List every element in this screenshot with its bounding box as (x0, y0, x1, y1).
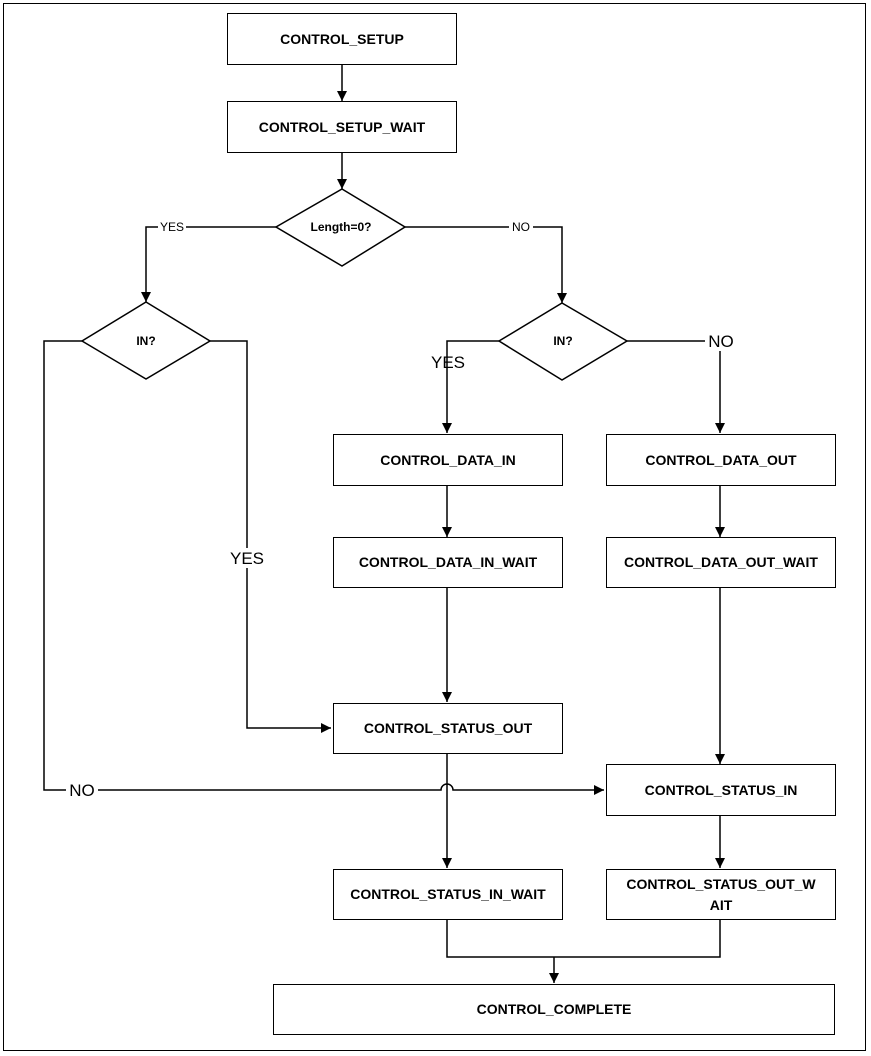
node-control-status-in: CONTROL_STATUS_IN (606, 764, 836, 816)
node-control-data-out: CONTROL_DATA_OUT (606, 434, 836, 486)
node-control-data-in-wait-text: CONTROL_DATA_IN_WAIT (358, 554, 538, 570)
label-length-no: NO (512, 220, 530, 234)
node-control-setup-text: CONTROL_SETUP (280, 30, 404, 47)
node-control-setup: CONTROL_SETUP (227, 13, 457, 65)
decision-in-right-text: IN? (553, 334, 572, 348)
node-control-data-in-wait: CONTROL_DATA_IN_WAIT (333, 537, 563, 588)
node-control-complete-text: CONTROL_COMPLETE (476, 1001, 632, 1017)
decision-in-left-text: IN? (136, 334, 155, 348)
node-control-setup-wait: CONTROL_SETUP_WAIT (227, 101, 457, 153)
node-control-complete: CONTROL_COMPLETE (273, 984, 835, 1035)
label-in-left-no: NO (69, 781, 95, 800)
node-control-data-in: CONTROL_DATA_IN (333, 434, 563, 486)
label-in-left-yes: YES (230, 549, 264, 568)
label-in-right-yes: YES (431, 353, 465, 372)
edge-in-right-yes (442, 340, 499, 433)
node-control-setup-wait-text: CONTROL_SETUP_WAIT (258, 118, 426, 135)
edge-status-in-wait-merge (446, 920, 721, 958)
edge-length-no (405, 226, 567, 303)
decision-length-zero-text: Length=0? (310, 220, 371, 234)
decision-in-right (497, 302, 629, 381)
node-control-data-out-wait-text: CONTROL_DATA_OUT_WAIT (624, 554, 818, 570)
node-control-data-out-text: CONTROL_DATA_OUT (645, 451, 797, 468)
node-control-status-in-wait: CONTROL_STATUS_IN_WAIT (333, 869, 563, 920)
edge-in-right-no (627, 340, 725, 433)
node-control-status-out-wait-text-2: AIT (709, 896, 733, 913)
label-length-yes: YES (160, 220, 184, 234)
node-control-status-out-wait: CONTROL_STATUS_OUT_W AIT (606, 869, 836, 920)
decision-length-zero (274, 188, 407, 267)
diagram-frame (3, 3, 866, 1051)
node-control-status-out-wait-text-1: CONTROL_STATUS_OUT_W (626, 875, 816, 892)
node-control-data-out-wait: CONTROL_DATA_OUT_WAIT (606, 537, 836, 588)
label-in-right-no: NO (708, 332, 734, 351)
edge-in-left-no (43, 340, 604, 795)
node-control-status-out: CONTROL_STATUS_OUT (333, 703, 563, 754)
node-control-status-in-text: CONTROL_STATUS_IN (644, 781, 798, 798)
edge-length-yes (141, 226, 276, 302)
decision-in-left (80, 301, 212, 380)
node-control-status-in-wait-text: CONTROL_STATUS_IN_WAIT (350, 886, 546, 902)
node-control-data-in-text: CONTROL_DATA_IN (380, 451, 516, 468)
node-control-status-out-text: CONTROL_STATUS_OUT (363, 720, 533, 736)
edge-in-left-yes (210, 340, 331, 733)
